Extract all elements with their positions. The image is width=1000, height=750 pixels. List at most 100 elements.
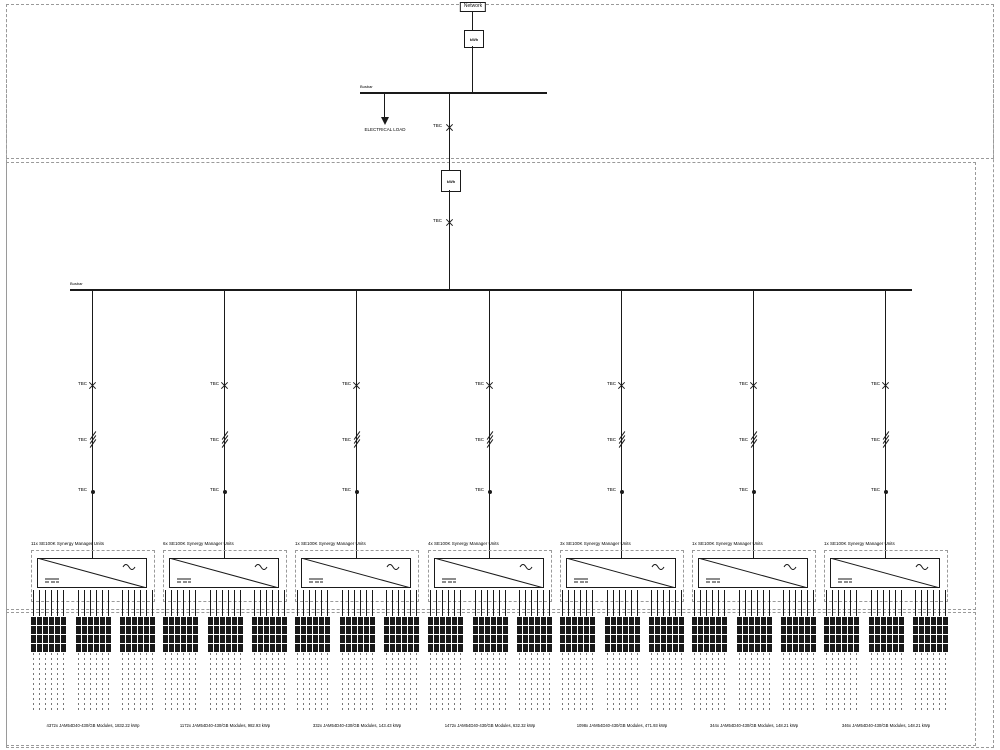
pv-module [704,617,709,625]
tbc-label: TBC [607,381,616,386]
pv-cluster [295,590,330,711]
pv-string-wire [227,590,229,616]
synergy-units-label: 3x SE100K Synergy Manager Units [560,541,631,546]
pv-string-wire [498,590,500,616]
pv-module [295,626,300,634]
pv-string-wire [636,590,638,616]
pv-module [169,626,174,634]
pv-module [760,644,766,652]
tbc-label: TBC [78,381,87,386]
pv-module [874,644,880,652]
pv-cluster [692,590,727,711]
pv-module [237,644,243,652]
pv-module [610,644,616,652]
pv-string-tail [939,653,940,711]
pv-module [716,635,721,643]
pv-module [937,626,942,634]
pv-string [408,590,413,711]
pv-module [781,617,786,625]
pv-string-tail [921,653,922,711]
pv-module [547,617,552,625]
pv-module [848,617,853,625]
pv-module [547,626,552,634]
pv-module [402,635,407,643]
pv-module [37,644,42,652]
pv-module [604,635,610,643]
pv-module [414,635,419,643]
inverter-branch: TBC TBC TBC 3x SE100K Synergy Manager Un… [542,290,702,750]
pv-string [193,590,198,711]
pv-module [748,626,754,634]
pv-module [295,617,300,625]
breaker-icon [88,381,97,390]
pv-string-wire [410,590,411,616]
pv-string-tail [549,653,550,711]
pv-module [710,617,715,625]
pv-module [31,635,36,643]
pv-module [886,626,892,634]
pv-array [692,590,816,711]
pv-module [270,626,275,634]
pv-module [760,617,766,625]
pv-string-wire [718,590,719,616]
pv-module [874,626,880,634]
pv-cluster [339,590,375,711]
pv-string [716,590,721,711]
pv-string [523,590,528,711]
tbc-label: TBC [739,437,748,442]
pv-module [43,644,48,652]
pv-cluster [824,590,859,711]
pv-string [363,590,369,711]
pv-module [55,644,60,652]
pv-module [943,617,948,625]
pv-string [276,590,281,711]
pv-module [237,626,243,634]
pv-module [673,635,678,643]
breaker-icon [445,218,454,227]
breaker-icon [749,381,758,390]
pv-string-wire [128,590,129,616]
pv-module [655,644,660,652]
pv-module [566,626,571,634]
pv-module [824,626,829,634]
pv-string-tail [404,653,405,711]
pv-string-wire [404,590,405,616]
pv-module [225,617,231,625]
pv-string [913,590,918,711]
pv-string-tail [870,653,872,711]
pv-module [55,626,60,634]
pv-string-wire [309,590,310,616]
pv-string-tail [215,653,217,711]
tbc-label: TBC [871,487,880,492]
pv-module [458,644,463,652]
pv-module [710,626,715,634]
pv-string [622,590,628,711]
pv-module [37,617,42,625]
pv-string [225,590,231,711]
pv-module [213,617,219,625]
pv-module [61,626,66,634]
pv-module [87,626,93,634]
pv-string-tail [592,653,593,711]
pv-string [99,590,105,711]
pv-module [402,617,407,625]
pv-string-wire [856,590,857,616]
pv-module [628,617,634,625]
pv-module [37,626,42,634]
pv-module [446,617,451,625]
pv-string-tail [876,653,878,711]
pv-string [478,590,484,711]
pv-module [384,635,389,643]
pv-module [590,626,595,634]
pv-array [31,590,155,711]
pv-module [440,617,445,625]
pv-module [252,617,257,625]
pv-module [502,617,508,625]
pv-module [590,644,595,652]
wire [472,46,473,92]
pv-module [655,635,660,643]
pv-module [132,635,137,643]
breaker-icon [352,381,361,390]
pv-module [754,626,760,634]
pv-module [655,617,660,625]
